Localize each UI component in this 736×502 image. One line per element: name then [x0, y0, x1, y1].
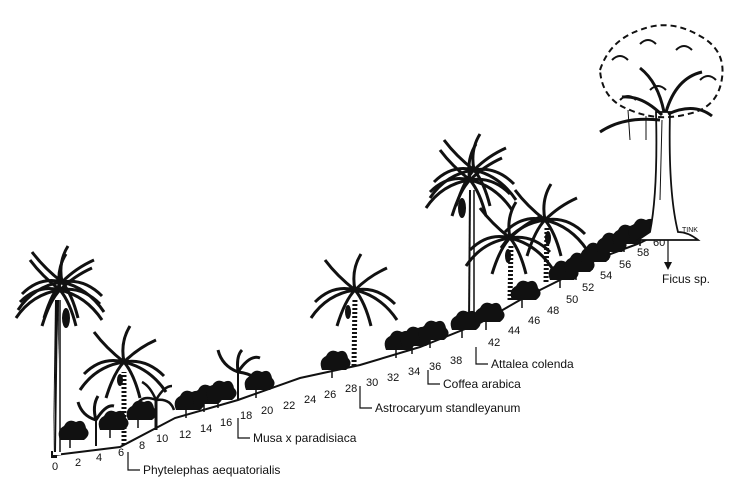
leader-coffea — [427, 370, 440, 385]
tick-label: 52 — [582, 282, 594, 294]
label-musa: Musa x paradisiaca — [253, 431, 357, 445]
ficus-arrow-head — [664, 262, 672, 270]
musa-plant-1 — [76, 395, 115, 446]
tick-label: 12 — [179, 429, 191, 441]
label-attalea: Attalea colenda — [491, 357, 574, 371]
tick-label: 2 — [75, 457, 81, 469]
label-astrocaryum: Astrocaryum standleyanum — [375, 401, 520, 415]
tick-label: 58 — [637, 247, 649, 259]
tick-labels: 0 2 4 6 8 10 12 14 16 18 20 22 24 26 28 … — [52, 237, 665, 473]
tick-label: 32 — [387, 372, 399, 384]
attalea-palm-left — [14, 244, 106, 455]
tick-label: 54 — [600, 270, 612, 282]
tick-label: 36 — [429, 361, 441, 373]
leader-astrocaryum — [359, 386, 372, 409]
tick-label: 8 — [139, 440, 145, 452]
ficus-signature: TINK — [682, 227, 698, 234]
tick-label: 28 — [345, 383, 357, 395]
tick-label: 24 — [304, 394, 316, 406]
tick-label: 38 — [450, 355, 462, 367]
tick-label: 6 — [118, 447, 124, 459]
tick-label: 18 — [240, 410, 252, 422]
phytelephas-palm — [78, 324, 168, 445]
tick-label: 10 — [156, 433, 168, 445]
tick-label: 0 — [52, 461, 58, 473]
astrocaryum-palm-1 — [309, 252, 399, 367]
attalea-palm-center — [424, 132, 518, 326]
leader-attalea — [475, 347, 488, 365]
tick-label: 46 — [528, 315, 540, 327]
tick-label: 30 — [366, 377, 378, 389]
tick-label: 4 — [96, 452, 102, 464]
tick-label: 20 — [261, 405, 273, 417]
tick-label: 42 — [488, 337, 500, 349]
tick-label: 44 — [508, 325, 520, 337]
tick-label: 56 — [619, 259, 631, 271]
tick-label: 34 — [408, 366, 420, 378]
label-ficus: Ficus sp. — [662, 272, 710, 286]
astrocaryum-palm-3 — [499, 182, 589, 283]
leader-lines — [127, 236, 669, 471]
tick-label: 16 — [220, 417, 232, 429]
tick-label: 22 — [283, 400, 295, 412]
tick-label: 14 — [200, 423, 212, 435]
ficus-tree: TINK — [598, 24, 724, 241]
tick-label: 26 — [324, 389, 336, 401]
tick-label: 48 — [547, 305, 559, 317]
leader-musa — [237, 418, 250, 439]
label-coffea: Coffea arabica — [443, 377, 521, 391]
musa-plant-2 — [216, 348, 264, 400]
coffee-shrubs — [57, 217, 660, 449]
label-phytelephas: Phytelephas aequatorialis — [143, 463, 280, 477]
tick-label: 50 — [566, 294, 578, 306]
leader-phytelephas — [127, 452, 140, 471]
astrocaryum-palm-2 — [464, 200, 554, 301]
